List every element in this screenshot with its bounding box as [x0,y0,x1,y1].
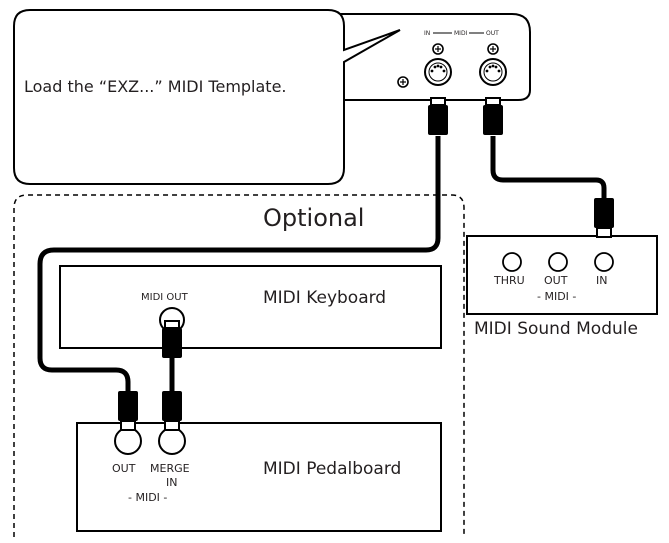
midi-jack-icon[interactable] [158,427,186,455]
midi-plug-icon[interactable] [161,390,183,431]
pedalboard-midi-group-label: - MIDI - [128,491,167,504]
screw-icon [397,76,409,88]
cable-organ-out-to-module-in [490,136,607,200]
cable-organ-in-to-pedalboard-out [37,136,441,392]
midi-jack-icon[interactable] [502,252,522,272]
midi-jack-icon[interactable] [548,252,568,272]
pedalboard-merge-port-label: MERGE [150,462,190,475]
optional-group-border [13,194,465,537]
midi-plug-icon[interactable] [482,97,504,136]
callout-text: Load the “EXZ...” MIDI Template. [24,77,287,96]
midi-jack-icon[interactable] [594,252,614,272]
module-in-port-label: IN [596,274,607,287]
midi-jack-icon[interactable] [479,58,507,86]
pedalboard-in-port-label: IN [166,476,177,489]
screw-icon [487,43,499,55]
screw-icon [432,43,444,55]
midi-jack-icon[interactable] [424,58,452,86]
organ-in-label: IN [424,30,430,37]
sound-module-caption: MIDI Sound Module [474,319,638,339]
module-midi-group-label: - MIDI - [537,290,576,303]
midi-jack-icon[interactable] [114,427,142,455]
midi-plug-icon[interactable] [427,97,449,136]
midi-plug-icon[interactable] [117,390,139,431]
midi-pedalboard-title: MIDI Pedalboard [263,459,401,479]
organ-rear-panel: IN MIDI OUT [299,13,531,101]
sound-module-box [466,235,658,315]
optional-label: Optional [263,204,364,232]
pedalboard-out-port-label: OUT [112,462,136,475]
module-out-port-label: OUT [544,274,568,287]
callout-bubble [13,9,401,185]
module-thru-port-label: THRU [493,274,525,287]
midi-plug-icon[interactable] [161,320,183,359]
midi-keyboard-port-label: MIDI OUT [141,292,189,303]
midi-keyboard-box [59,265,442,349]
midi-keyboard-title: MIDI Keyboard [263,288,386,308]
organ-out-label: OUT [486,30,499,37]
organ-midi-label: MIDI [454,30,468,37]
midi-plug-icon[interactable] [593,197,615,238]
